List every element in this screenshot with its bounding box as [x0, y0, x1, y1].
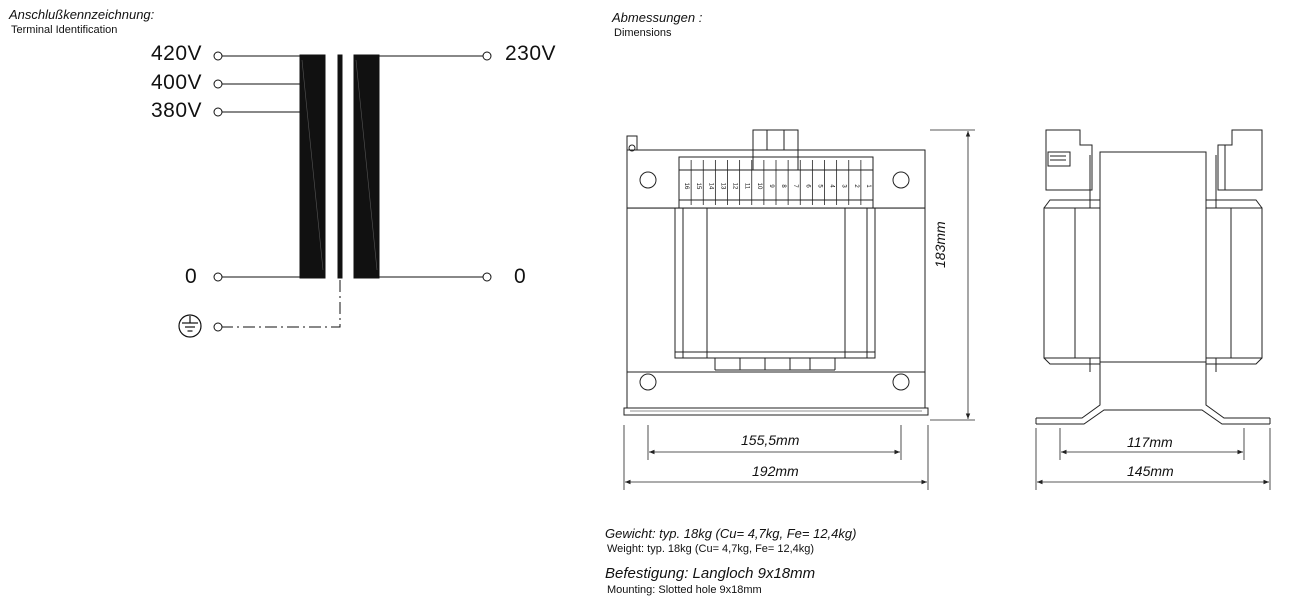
secondary-voltage-label: 230V [505, 42, 557, 65]
mounting-hole-top-left [639, 171, 657, 189]
secondary-zero-label: 0 [514, 265, 527, 288]
terminal-cover [752, 129, 799, 171]
side-base-plate [1036, 362, 1270, 419]
tap-label-400v: 400V [151, 71, 203, 94]
terminal-number: 9 [768, 184, 774, 188]
terminal-230v [482, 51, 492, 61]
terminal-number: 5 [816, 184, 822, 188]
mounting-text-en: Mounting: Slotted hole 9x18mm [607, 584, 762, 596]
terminal-title-en: Terminal Identification [11, 24, 118, 36]
mounting-hole-bottom-right [892, 373, 910, 391]
dimensions-title-en: Dimensions [614, 27, 672, 39]
side-terminal-left [1045, 129, 1093, 191]
tap-label-420v: 420V [151, 42, 203, 65]
terminal-400v [213, 79, 223, 89]
terminal-number: 15 [695, 183, 701, 190]
front-base-plate [623, 407, 929, 416]
secondary-winding [353, 54, 380, 279]
weight-text-de: Gewicht: typ. 18kg (Cu= 4,7kg, Fe= 12,4k… [605, 526, 857, 541]
side-outer-width-label: 145mm [1127, 463, 1174, 479]
terminal-number: 8 [780, 184, 786, 188]
side-terminal-right [1217, 129, 1263, 191]
front-outer-width-label: 192mm [752, 463, 799, 479]
core-bar [337, 54, 343, 279]
terminal-number: 1 [865, 184, 871, 188]
tap-label-380v: 380V [151, 99, 203, 122]
terminal-title-de: Anschlußkennzeichnung: [9, 7, 155, 22]
terminal-number: 13 [719, 183, 725, 190]
terminal-number: 2 [853, 184, 859, 188]
terminal-number: 12 [732, 183, 738, 190]
ground-icon [178, 314, 202, 338]
mounting-text-de: Befestigung: Langloch 9x18mm [605, 565, 816, 582]
terminal-number: 11 [744, 183, 750, 190]
side-coil-right [1205, 207, 1263, 359]
terminal-number: 10 [756, 183, 762, 190]
mounting-hole-bottom-left [639, 373, 657, 391]
terminal-dividers [678, 160, 874, 205]
terminal-number: 3 [841, 184, 847, 188]
terminal-number: 7 [792, 184, 798, 188]
side-coil-left [1043, 207, 1101, 359]
terminal-primary-zero [213, 272, 223, 282]
side-inner-width-label: 117mm [1127, 434, 1173, 450]
transformer-schematic [178, 51, 492, 338]
front-inner-width-label: 155,5mm [741, 432, 800, 448]
terminal-number: 6 [804, 184, 810, 188]
terminal-earth [213, 322, 223, 332]
terminal-secondary-zero [482, 272, 492, 282]
side-view [1035, 129, 1271, 490]
terminal-380v [213, 107, 223, 117]
dimensions-title-de: Abmessungen : [612, 10, 703, 25]
terminal-number: 16 [683, 183, 689, 190]
terminal-number: 14 [707, 183, 713, 190]
terminal-420v [213, 51, 223, 61]
front-view [623, 129, 975, 490]
mounting-hole-top-right [892, 171, 910, 189]
weight-text-en: Weight: typ. 18kg (Cu= 4,7kg, Fe= 12,4kg… [607, 543, 815, 555]
side-core [1099, 151, 1207, 363]
primary-zero-label: 0 [185, 265, 198, 288]
terminal-number: 4 [829, 184, 835, 188]
